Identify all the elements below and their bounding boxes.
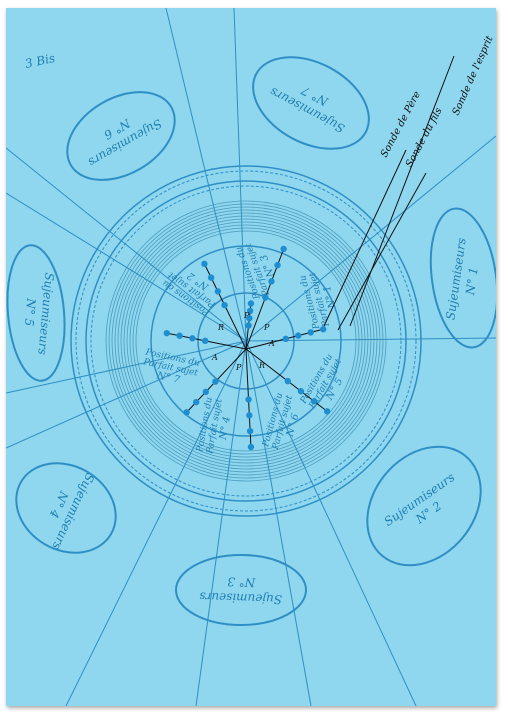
spoke-dot bbox=[247, 443, 255, 451]
spoke-dot bbox=[189, 335, 196, 342]
sector-dividers bbox=[6, 8, 496, 706]
center-letter-3: R bbox=[258, 361, 265, 370]
center-letter-5: A bbox=[211, 353, 218, 362]
probe-label-esprit: Sonde de l'esprit bbox=[451, 34, 496, 118]
page-number: 3 Bis bbox=[24, 51, 57, 71]
spoke-dot bbox=[307, 329, 314, 336]
probe-lines bbox=[323, 55, 455, 331]
spoke-dot bbox=[212, 378, 219, 385]
spoke-dot bbox=[202, 388, 209, 396]
spoke-dot bbox=[280, 245, 287, 253]
probe-labels: Sonde de Père Sonde du fils Sonde de l'e… bbox=[379, 34, 496, 170]
spoke-dot bbox=[193, 398, 200, 406]
spoke-dot bbox=[297, 388, 305, 395]
sector-3-number: N° 3 bbox=[227, 575, 257, 590]
center-letter-7: P bbox=[243, 311, 250, 320]
sector-1-number: N° 1 bbox=[463, 266, 481, 297]
spoke-dot bbox=[202, 337, 209, 345]
spoke-dot bbox=[246, 314, 253, 322]
center-letter-2: A bbox=[268, 339, 275, 348]
spoke-dot bbox=[246, 427, 254, 435]
spoke-dot bbox=[207, 274, 215, 281]
spoke-dot bbox=[183, 409, 190, 416]
spoke-dot bbox=[245, 396, 252, 403]
spokes bbox=[163, 245, 331, 451]
center-letter-4: P bbox=[235, 363, 242, 372]
spoke-dot bbox=[295, 332, 302, 339]
paper-sheet: 3 Bis Sujeumiseurs N° 7 Sujeumiseurs N° bbox=[6, 8, 496, 706]
position-7-number: N° 7 bbox=[155, 370, 182, 386]
spoke-dot bbox=[323, 408, 331, 415]
spoke-dot bbox=[246, 307, 254, 315]
center-letter-6: R bbox=[217, 323, 224, 332]
spoke-dot bbox=[176, 332, 183, 339]
sector-3-label: Sujeumiseurs bbox=[199, 590, 282, 607]
spoke-dot bbox=[221, 301, 228, 309]
center-letter-1: P bbox=[263, 323, 270, 332]
spoke-dot bbox=[214, 288, 222, 295]
spoke-dot bbox=[282, 335, 289, 342]
spoke-dot bbox=[274, 261, 281, 269]
circular-diagram: 3 Bis Sujeumiseurs N° 7 Sujeumiseurs N° bbox=[6, 8, 496, 706]
spoke-dot bbox=[163, 329, 170, 337]
spoke-dot bbox=[310, 398, 318, 405]
spoke-dot bbox=[201, 260, 208, 268]
sector-ellipses bbox=[6, 56, 496, 626]
spoke-dot bbox=[245, 322, 252, 329]
concentric-rings bbox=[70, 165, 422, 517]
position-4-number: N° 4 bbox=[218, 416, 233, 442]
spoke-dot bbox=[284, 377, 292, 385]
sector-5-number: N° 5 bbox=[22, 297, 38, 327]
spoke-dot bbox=[246, 412, 253, 419]
spoke-dot bbox=[320, 326, 327, 333]
spoke-dot bbox=[262, 294, 269, 301]
spoke-dot bbox=[268, 278, 275, 285]
spoke-dot bbox=[247, 300, 255, 307]
center-letters: P A R P A R P bbox=[211, 311, 275, 372]
sector-5-label: Sujeumiseurs bbox=[35, 272, 56, 356]
